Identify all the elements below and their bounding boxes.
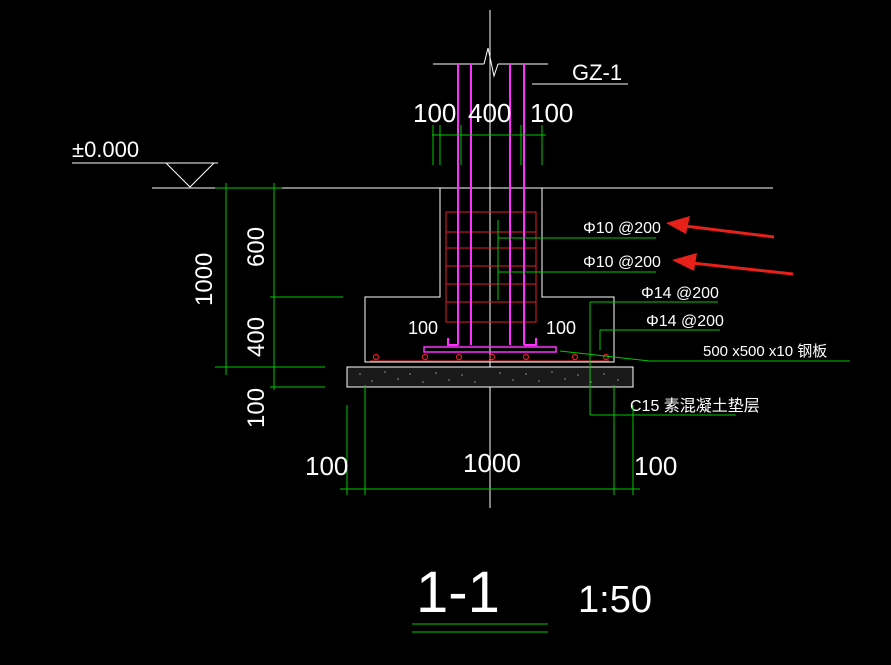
cushion-hatch	[359, 371, 619, 383]
bottom-dim-left: 100	[305, 451, 348, 481]
section-id: 1-1	[416, 560, 500, 625]
stirrups	[445, 211, 537, 323]
elevation-label: ±0.000	[72, 137, 139, 162]
bottom-bar-label-2: Φ14 @200	[646, 313, 724, 330]
bottom-dim-mid: 1000	[463, 448, 521, 478]
cushion-layer	[346, 366, 634, 388]
cushion-thickness: 100	[243, 388, 270, 428]
red-arrow-1	[666, 216, 775, 239]
section-underline	[412, 623, 548, 633]
top-dim-left: 100	[413, 98, 456, 128]
top-dimension	[432, 125, 546, 165]
cushion-note: C15 素混凝土垫层	[630, 397, 760, 415]
bottom-dim-right: 100	[634, 451, 677, 481]
step-left: 100	[408, 318, 438, 338]
elevation-marker	[72, 162, 218, 188]
column-rebars	[447, 64, 537, 346]
height-lower: 400	[243, 317, 270, 357]
steel-plate	[423, 346, 557, 353]
bottom-dimension	[340, 385, 640, 495]
foundation-outline	[364, 188, 615, 363]
drawing-scale: 1:50	[578, 579, 652, 621]
height-total: 1000	[191, 253, 218, 306]
red-arrow-2	[672, 253, 794, 276]
top-dim-right: 100	[530, 98, 573, 128]
bottom-bar-label-1: Φ14 @200	[641, 285, 719, 302]
step-right: 100	[546, 318, 576, 338]
steel-plate-label: 500 x500 x10 钢板	[703, 342, 827, 360]
top-dim-mid: 400	[468, 98, 511, 128]
stirrup-label-2: Φ10 @200	[583, 254, 661, 271]
left-dimension	[215, 183, 343, 390]
stirrup-label-1: Φ10 @200	[583, 220, 661, 237]
height-upper: 600	[243, 227, 270, 267]
column-tag: GZ-1	[572, 60, 622, 85]
bottom-rebar-dots	[372, 353, 610, 361]
callout-leaders	[497, 220, 850, 416]
